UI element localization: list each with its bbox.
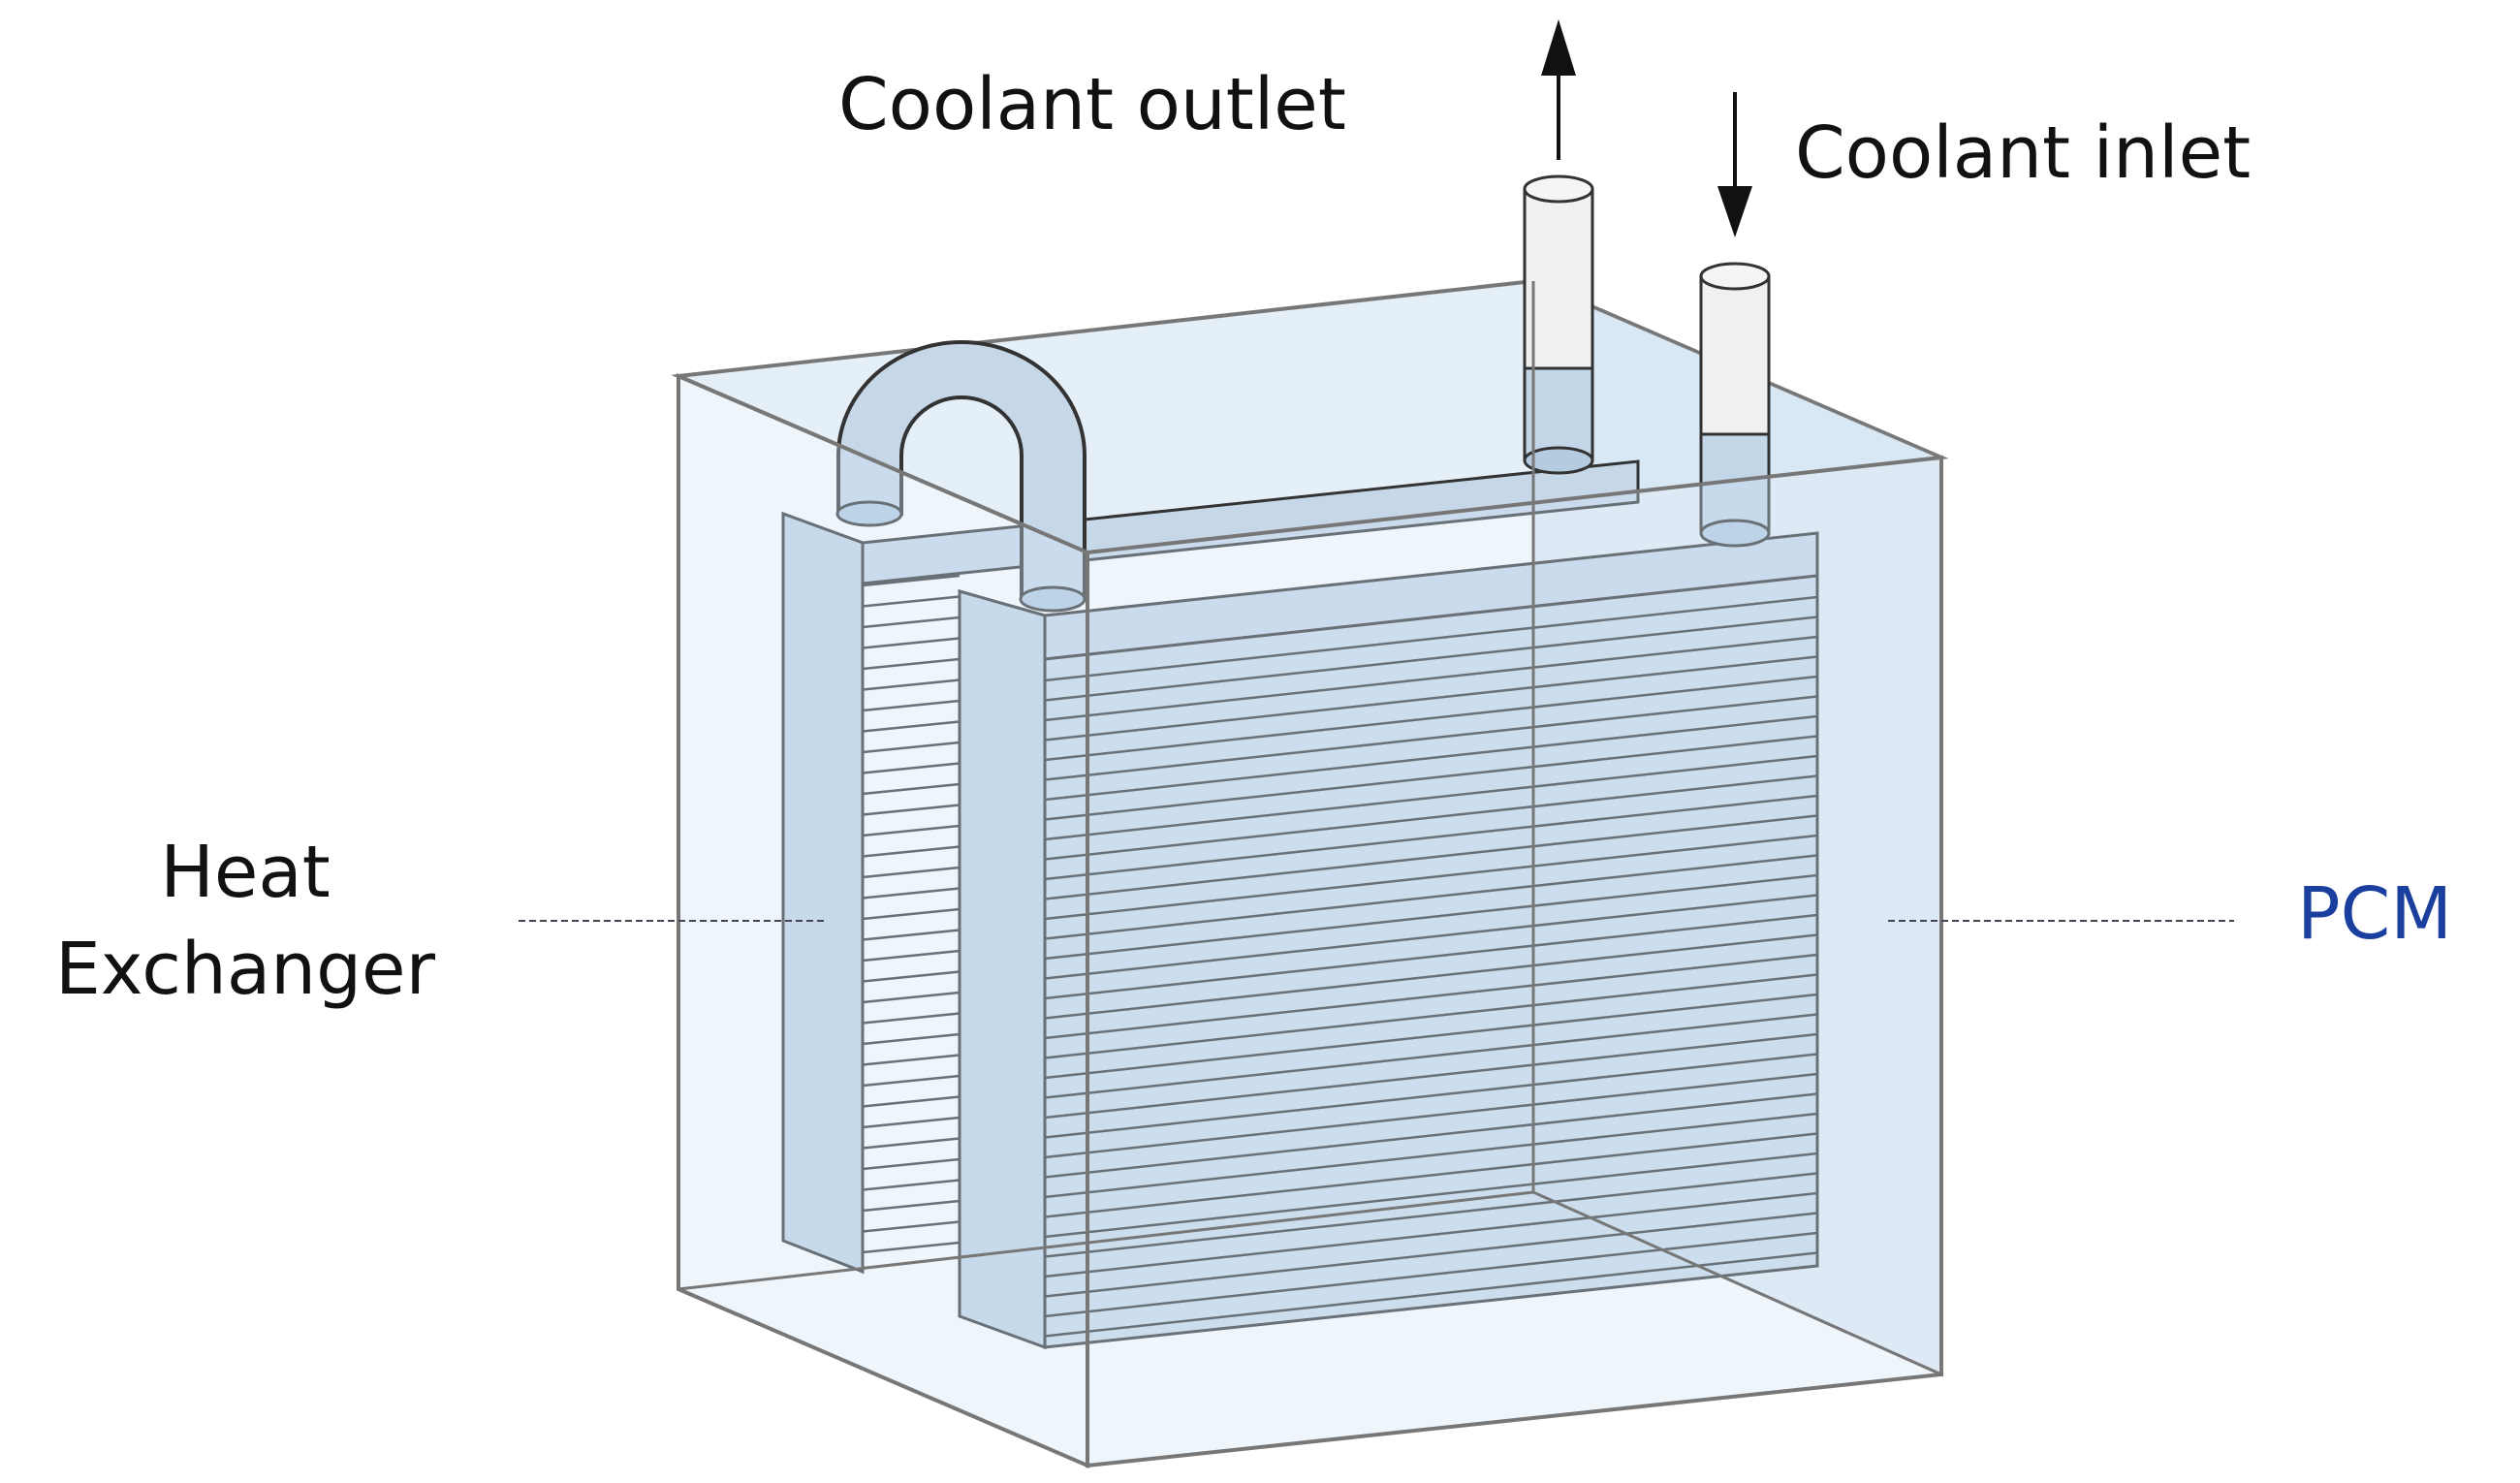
fin-line	[1044, 1231, 1818, 1318]
fin-line	[862, 1157, 961, 1171]
fin-line	[862, 720, 961, 733]
pcm-label: PCM	[2297, 872, 2452, 956]
fin-line	[862, 595, 961, 608]
fin-line	[862, 929, 961, 941]
back-panel-fins	[862, 574, 961, 1254]
fin-line	[1044, 854, 1818, 940]
fin-line	[862, 1241, 961, 1254]
u-bend-pipe	[836, 340, 1087, 601]
fin-line	[1044, 913, 1818, 1000]
fin-line	[862, 1199, 961, 1213]
u-bend-pipe-end	[1019, 585, 1087, 613]
fin-line	[862, 970, 961, 983]
coolant-inlet-label: Coolant inlet	[1795, 111, 2251, 195]
fin-line	[1044, 794, 1818, 881]
front-heat-exchanger-panel	[958, 531, 1819, 1350]
heat-exchanger-label-line2: Exchanger	[55, 928, 436, 1011]
fin-line	[1044, 635, 1818, 722]
fin-line	[1044, 873, 1818, 961]
fin-line	[1044, 993, 1818, 1080]
fin-line	[862, 657, 961, 671]
fin-line	[1044, 735, 1818, 821]
front-panel-fins	[1044, 595, 1818, 1338]
fin-line	[862, 1220, 961, 1233]
fin-line	[1044, 1191, 1818, 1278]
fin-line	[862, 1054, 961, 1066]
fin-line	[862, 782, 961, 796]
fin-line	[1044, 834, 1818, 921]
fin-line	[1044, 1072, 1818, 1159]
fin-line	[1044, 1053, 1818, 1139]
fin-line	[1044, 615, 1818, 702]
fin-line	[1044, 714, 1818, 802]
fin-line	[862, 866, 961, 879]
fin-line	[862, 637, 961, 649]
back-heat-exchanger-panel	[781, 459, 1640, 1275]
u-bend-pipe-end	[835, 500, 903, 527]
fin-line	[1044, 774, 1818, 861]
fin-line	[1044, 1013, 1818, 1099]
fin-line	[862, 824, 961, 837]
pcm-container-front	[677, 281, 1943, 1469]
fin-line	[1044, 1152, 1818, 1239]
fin-line	[862, 699, 961, 712]
fin-line	[1044, 1092, 1818, 1179]
coolant-outlet-pipe	[1523, 174, 1594, 475]
fin-line	[1044, 754, 1818, 841]
fin-line	[862, 678, 961, 691]
fin-line	[862, 907, 961, 921]
fin-line	[1044, 1032, 1818, 1120]
fin-line	[862, 574, 961, 587]
fin-line	[862, 1074, 961, 1088]
fin-line	[862, 804, 961, 816]
fin-line	[862, 1095, 961, 1108]
fin-line	[862, 1012, 961, 1025]
heat-exchanger-label-line1: Heat	[160, 831, 331, 914]
fin-line	[1044, 655, 1818, 742]
fin-line	[1044, 894, 1818, 980]
fin-line	[1044, 1212, 1818, 1298]
fin-line	[1044, 1132, 1818, 1218]
fin-line	[862, 615, 961, 629]
fin-line	[1044, 953, 1818, 1040]
fin-line	[862, 845, 961, 858]
fin-line	[1044, 973, 1818, 1059]
fin-line	[862, 991, 961, 1004]
fin-line	[1044, 814, 1818, 900]
fin-line	[1044, 595, 1818, 682]
fin-line	[1044, 1172, 1818, 1258]
fin-line	[862, 762, 961, 774]
fin-line	[862, 1179, 961, 1191]
fin-line	[1044, 675, 1818, 762]
outlet-arrow	[1541, 19, 1576, 160]
fin-line	[862, 887, 961, 899]
fin-line	[862, 1116, 961, 1129]
fin-line	[1044, 1251, 1818, 1338]
coolant-outlet-label: Coolant outlet	[838, 63, 1346, 146]
fin-line	[862, 1137, 961, 1150]
fin-line	[862, 1032, 961, 1046]
fin-line	[862, 741, 961, 754]
fin-line	[1044, 933, 1818, 1020]
fin-line	[862, 949, 961, 962]
fin-line	[1044, 695, 1818, 781]
fin-line	[1044, 1112, 1818, 1199]
inlet-arrow	[1717, 92, 1752, 237]
